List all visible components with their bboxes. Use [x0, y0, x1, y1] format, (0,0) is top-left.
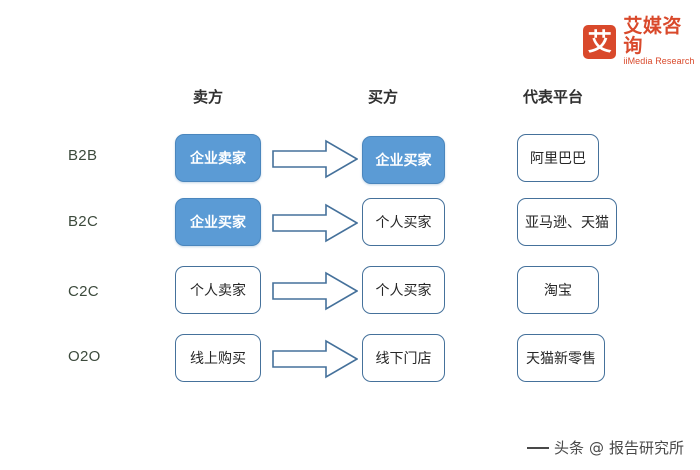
watermark-rule-divider: [527, 446, 549, 449]
column-header-seller: 卖方: [193, 88, 224, 106]
flow-arrow-o2o: [272, 338, 358, 380]
logo-name-en: iiMedia Research: [623, 56, 695, 66]
column-header-buyer: 买方: [368, 88, 399, 106]
node-platform-b2b: 阿里巴巴: [517, 134, 599, 182]
node-buyer-b2c: 个人买家: [362, 198, 445, 246]
node-platform-c2c: 淘宝: [517, 266, 599, 314]
flow-arrow-b2b: [272, 138, 358, 180]
source-watermark: 头条 @ 报告研究所: [527, 437, 684, 458]
flow-arrow-c2c: [272, 270, 358, 312]
row-label-c2c: C2C: [68, 283, 99, 300]
watermark-source: 头条: [554, 439, 585, 457]
node-seller-c2c: 个人卖家: [175, 266, 261, 314]
node-seller-b2c: 企业买家: [175, 198, 261, 246]
node-platform-o2o: 天猫新零售: [517, 334, 605, 382]
node-seller-o2o: 线上购买: [175, 334, 261, 382]
imedia-logo: 艾 艾媒咨询 iiMedia Research: [583, 16, 700, 67]
logo-mark-icon: 艾: [583, 24, 617, 59]
flow-arrow-b2c: [272, 202, 358, 244]
row-label-b2c: B2C: [68, 213, 99, 230]
node-buyer-o2o: 线下门店: [362, 334, 445, 382]
watermark-at-icon: @: [589, 438, 605, 457]
row-label-b2b: B2B: [68, 147, 98, 164]
logo-name-cn: 艾媒咨询: [623, 15, 682, 57]
logo-text: 艾媒咨询 iiMedia Research: [623, 16, 700, 67]
node-platform-b2c: 亚马逊、天猫: [517, 198, 617, 246]
node-seller-b2b: 企业卖家: [175, 134, 261, 182]
row-label-o2o: O2O: [68, 348, 101, 365]
node-buyer-b2b: 企业买家: [362, 136, 445, 184]
watermark-account: 报告研究所: [609, 439, 685, 457]
node-buyer-c2c: 个人买家: [362, 266, 445, 314]
column-header-platform: 代表平台: [523, 88, 584, 106]
